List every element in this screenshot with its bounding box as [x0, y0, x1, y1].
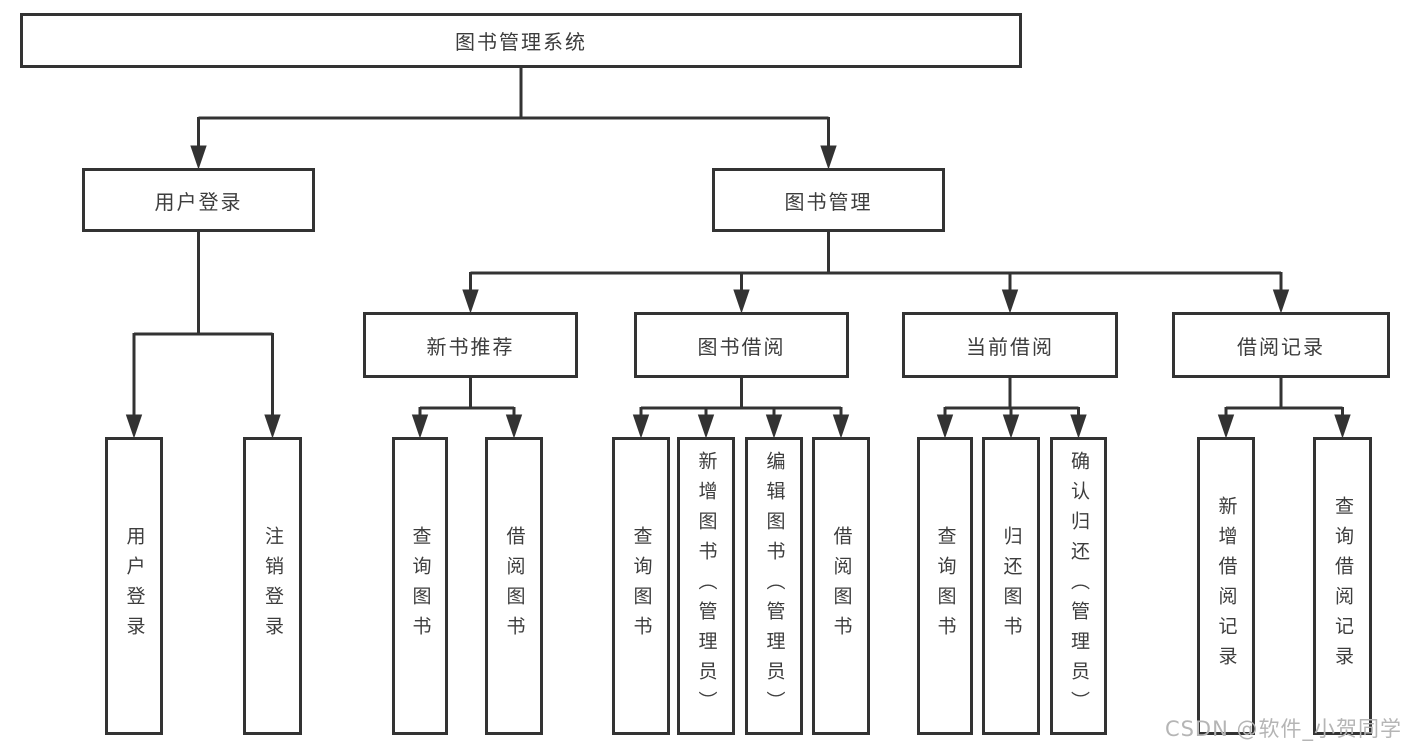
arrowhead-icon	[1002, 414, 1020, 439]
csdn-watermark: CSDN @软件_小贺同学	[1164, 717, 1402, 741]
node-label: 查询借阅记录	[1332, 496, 1354, 676]
node-label: 图书管理系统	[455, 30, 587, 54]
node-label: 编辑图书（管理员）	[763, 451, 786, 721]
connector-borrow-record-to-children	[1224, 378, 1344, 419]
node-label: 新增借阅记录	[1215, 496, 1238, 676]
leaf-recommend-borrow-book: 借阅图书	[485, 437, 543, 735]
node-new-book-recommend: 新书推荐	[363, 312, 578, 378]
node-label: 确认归还（管理员）	[1068, 451, 1090, 721]
arrowhead-icon	[1334, 414, 1351, 439]
leaf-borrow-add-book-admin: 新增图书（管理员）	[677, 437, 735, 735]
connector-current-borrow-to-children	[943, 378, 1080, 419]
node-label: 查询图书	[409, 526, 432, 646]
arrowhead-icon	[1070, 414, 1087, 439]
leaf-borrow-edit-book-admin: 编辑图书（管理员）	[745, 437, 803, 735]
node-borrow-record: 借阅记录	[1172, 312, 1390, 378]
arrowhead-icon	[462, 289, 479, 314]
leaf-recommend-query-book: 查询图书	[392, 437, 448, 735]
node-label: 用户登录	[154, 189, 243, 214]
arrowhead-icon	[832, 414, 850, 439]
connector-user-login-to-children	[132, 232, 274, 419]
node-label: 借阅图书	[830, 526, 853, 646]
leaf-logout: 注销登录	[243, 437, 302, 735]
node-label: 用户登录	[123, 526, 146, 646]
node-label: 借阅记录	[1237, 334, 1325, 359]
connector-book-management-to-level2	[469, 232, 1283, 295]
leaf-current-confirm-return-admin: 确认归还（管理员）	[1050, 437, 1107, 735]
arrowhead-icon	[411, 414, 429, 439]
arrowhead-icon	[264, 414, 281, 439]
node-label: 注销登录	[262, 526, 284, 646]
leaf-current-query-book: 查询图书	[917, 437, 973, 735]
node-user-login: 用户登录	[82, 168, 315, 232]
arrowhead-icon	[765, 414, 783, 439]
node-book-borrow: 图书借阅	[634, 312, 849, 378]
node-label: 查询图书	[934, 526, 957, 646]
node-label: 当前借阅	[966, 334, 1054, 359]
connector-book-borrow-to-children	[639, 378, 843, 419]
leaf-record-add-borrow-record: 新增借阅记录	[1197, 437, 1255, 735]
leaf-borrow-query-book: 查询图书	[612, 437, 670, 735]
node-root: 图书管理系统	[20, 13, 1022, 68]
arrowhead-icon	[936, 414, 954, 439]
arrowhead-icon	[505, 414, 523, 439]
arrowhead-icon	[733, 289, 750, 314]
node-label: 归还图书	[1000, 526, 1023, 646]
arrowhead-icon	[190, 145, 207, 170]
arrowhead-icon	[1272, 289, 1290, 314]
node-current-borrow: 当前借阅	[902, 312, 1118, 378]
arrowhead-icon	[697, 414, 715, 439]
connector-new-book-recommend-to-children	[418, 378, 516, 419]
connector-root-to-level1	[197, 68, 830, 150]
leaf-borrow-borrow-book: 借阅图书	[812, 437, 870, 735]
node-label: 借阅图书	[503, 526, 526, 646]
arrowhead-icon	[820, 145, 837, 170]
arrowhead-icon	[1001, 289, 1019, 314]
leaf-user-login: 用户登录	[105, 437, 163, 735]
node-label: 查询图书	[630, 526, 653, 646]
node-book-management: 图书管理	[712, 168, 945, 232]
node-label: 新增图书（管理员）	[695, 451, 718, 721]
node-label: 新书推荐	[426, 334, 515, 359]
arrowhead-icon	[125, 414, 143, 439]
node-label: 图书借阅	[697, 334, 786, 359]
leaf-record-query-borrow-record: 查询借阅记录	[1313, 437, 1372, 735]
arrowhead-icon	[1217, 414, 1235, 439]
leaf-current-return-book: 归还图书	[982, 437, 1040, 735]
node-label: 图书管理	[784, 189, 873, 214]
arrowhead-icon	[632, 414, 650, 439]
